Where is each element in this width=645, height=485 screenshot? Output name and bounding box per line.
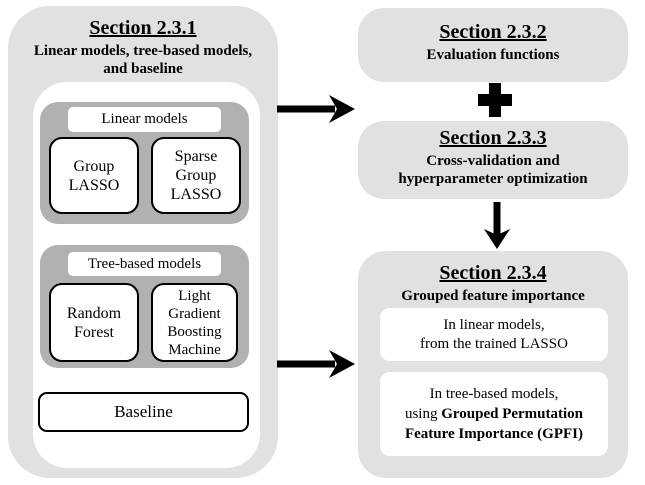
baseline-box: Baseline	[38, 392, 249, 432]
tree-note-gpfi-bold: Grouped Permutation Feature Importance (…	[404, 406, 584, 442]
random-forest-box: Random Forest	[49, 283, 139, 362]
section-2-3-3-title: Section 2.3.3	[439, 127, 547, 149]
tree-based-models-label-text: Tree-based models	[87, 255, 202, 272]
section-2-3-2-panel: Section 2.3.2 Evaluation functions	[358, 8, 628, 82]
linear-models-label: Linear models	[68, 107, 221, 132]
section-2-3-3-panel: Section 2.3.3 Cross-validation and hyper…	[358, 121, 628, 199]
baseline-label: Baseline	[114, 402, 173, 421]
section-2-3-4-title: Section 2.3.4	[439, 262, 547, 284]
linear-models-note-box: In linear models, from the trained LASSO	[380, 308, 608, 361]
arrow-right-bottom-icon	[277, 349, 355, 379]
plus-icon	[478, 83, 512, 117]
section-2-3-1-panel: Section 2.3.1 Linear models, tree-based …	[8, 6, 278, 478]
tree-models-note-box: In tree-based models, using Grouped Permu…	[380, 372, 608, 456]
arrow-right-top-icon	[277, 94, 355, 124]
sparse-group-lasso-box: Sparse Group LASSO	[151, 137, 241, 214]
group-lasso-box: Group LASSO	[49, 137, 139, 214]
section-2-3-3-subtitle: Cross-validation and hyperparameter opti…	[398, 153, 588, 187]
tree-based-models-group: Tree-based models Random Forest Light Gr…	[40, 245, 249, 368]
linear-models-label-text: Linear models	[101, 111, 188, 127]
section-2-3-2-subtitle: Evaluation functions	[426, 47, 560, 63]
section-2-3-2-title: Section 2.3.2	[439, 21, 547, 43]
tree-note-prefix: using	[404, 406, 442, 422]
section-2-3-4-panel: Section 2.3.4 Grouped feature importance…	[358, 251, 628, 478]
arrow-down-icon	[483, 202, 511, 250]
section-2-3-4-subtitle: Grouped feature importance	[401, 288, 585, 304]
models-container: Linear models Group LASSO Sparse Group L…	[33, 82, 260, 468]
tree-note-line1: In tree-based models,	[429, 386, 559, 402]
section-2-3-1-subtitle: Linear models, tree-based models, and ba…	[33, 43, 253, 77]
tree-based-models-label: Tree-based models	[68, 252, 221, 276]
section-2-3-1-title: Section 2.3.1	[89, 17, 197, 39]
linear-models-group: Linear models Group LASSO Sparse Group L…	[40, 102, 249, 224]
lightgbm-box: Light Gradient Boosting Machine	[151, 283, 238, 362]
